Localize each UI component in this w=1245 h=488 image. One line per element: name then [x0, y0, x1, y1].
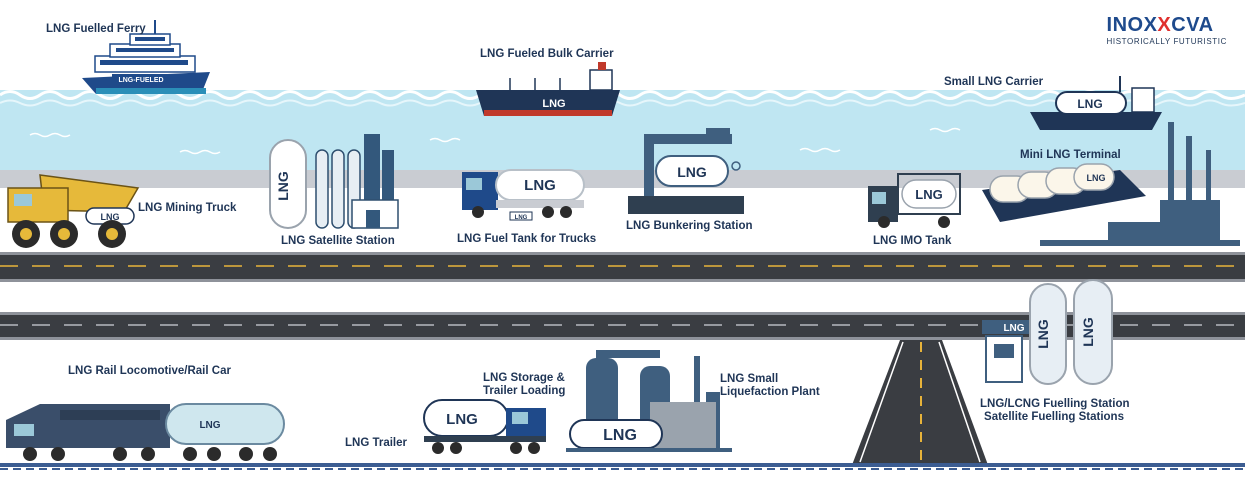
- small-carrier-tank-text: LNG: [1077, 97, 1102, 111]
- logo-part-inox: INOX: [1106, 14, 1158, 36]
- label-liquefaction-line1: LNG Small: [720, 373, 779, 385]
- label-satellite-station: LNG Satellite Station: [281, 235, 395, 247]
- label-fuel-tank-trucks: LNG Fuel Tank for Trucks: [457, 233, 597, 245]
- bulk-carrier-illustration: LNG: [476, 62, 620, 116]
- label-small-carrier: Small LNG Carrier: [944, 76, 1044, 88]
- upper-road: [0, 252, 1245, 282]
- satellite-station-tank-text: LNG: [275, 171, 291, 201]
- mini-terminal-illustration: LNG: [982, 122, 1240, 246]
- trailer-tank-text: LNG: [446, 411, 478, 428]
- logo-wordmark: INOXXCVA: [1107, 14, 1227, 36]
- fuelling-tank-2-text: LNG: [1080, 317, 1096, 347]
- label-liquefaction-line2: Liquefaction Plant: [720, 386, 820, 398]
- label-bunkering-station: LNG Bunkering Station: [626, 220, 753, 232]
- label-fuelling-line1: LNG/LCNG Fuelling Station: [980, 398, 1130, 410]
- rail-tank-text: LNG: [199, 420, 220, 431]
- truck-fuel-tank-illustration: LNG LNG: [462, 169, 585, 221]
- bulk-carrier-tank-text: LNG: [542, 98, 565, 110]
- logo-part-x: X: [1157, 14, 1172, 36]
- terminal-tank-text: LNG: [1087, 173, 1106, 183]
- rail-illustration: LNG: [6, 403, 285, 461]
- label-mini-terminal: Mini LNG Terminal: [1020, 149, 1121, 161]
- ferry-hull-text: LNG-FUELED: [118, 77, 163, 84]
- label-storage-line1: LNG Storage &: [483, 372, 565, 384]
- fuelling-sign-text: LNG: [1003, 323, 1024, 334]
- label-mining-truck: LNG Mining Truck: [138, 202, 237, 214]
- truck-tank-text: LNG: [524, 177, 556, 194]
- bunkering-tank-text: LNG: [677, 164, 707, 180]
- label-rail: LNG Rail Locomotive/Rail Car: [68, 365, 231, 377]
- truck-small-tank-text: LNG: [515, 215, 528, 221]
- ferry-illustration: LNG-FUELED: [82, 20, 210, 94]
- label-ferry: LNG Fuelled Ferry: [46, 23, 146, 35]
- label-fuelling-line2: Satellite Fuelling Stations: [984, 411, 1124, 423]
- logo-part-cva: CVA: [1171, 14, 1214, 36]
- trailer-illustration: LNG: [423, 399, 546, 454]
- brand-tagline: HISTORICALLY FUTURISTIC: [1106, 37, 1227, 46]
- imo-tank-illustration: LNG: [868, 173, 961, 228]
- fuelling-station-illustration: LNG LNG LNG: [982, 279, 1113, 385]
- liquefaction-plant-illustration: LNG: [566, 350, 732, 452]
- fuelling-tank-1-text: LNG: [1035, 319, 1051, 349]
- label-trailer: LNG Trailer: [345, 437, 407, 449]
- label-storage-line2: Trailer Loading: [483, 385, 566, 397]
- satellite-station-illustration: LNG: [269, 134, 399, 229]
- rail-track: [0, 463, 1245, 467]
- label-imo-tank: LNG IMO Tank: [873, 235, 952, 247]
- plant-tank-text: LNG: [603, 427, 637, 444]
- mining-truck-tank-text: LNG: [101, 212, 120, 222]
- imo-tank-text: LNG: [915, 187, 942, 202]
- brand-logo: INOXXCVA HISTORICALLY FUTURISTIC: [1107, 14, 1227, 46]
- bunkering-station-illustration: LNG: [628, 128, 744, 214]
- label-bulk-carrier: LNG Fueled Bulk Carrier: [480, 48, 614, 60]
- small-carrier-illustration: LNG: [1030, 76, 1162, 130]
- mining-truck-illustration: LNG: [7, 174, 140, 248]
